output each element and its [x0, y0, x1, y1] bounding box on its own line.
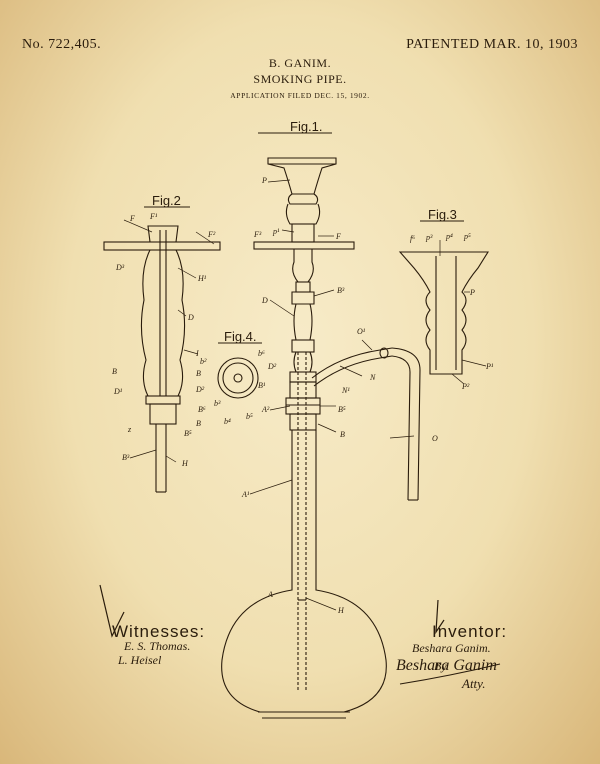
label-D3: D³: [115, 263, 125, 272]
inventor-name: B. GANIM.: [268, 56, 332, 70]
label-p5: p⁵: [463, 232, 471, 241]
label-b4: b⁴: [224, 417, 231, 426]
patent-number: No. 722,405.: [22, 37, 102, 52]
label-b3: b³: [214, 399, 221, 408]
witnesses-block: Witnesses: E. S. Thomas. L. Heisel: [99, 584, 205, 667]
label-N1: N¹: [341, 386, 350, 395]
fig4-label: Fig.4.: [224, 329, 257, 344]
label-P1: P¹: [485, 362, 494, 371]
leader-lines: [123, 179, 487, 611]
fig4-drawing: Fig.4.: [217, 329, 262, 399]
reference-labels: P p¹ F³ F B³ D O¹ D² N¹ N B¹ A² B⁵ B O A…: [112, 176, 494, 615]
fig1-drawing: Fig.1.: [221, 119, 421, 719]
witness-name-1: E. S. Thomas.: [123, 639, 190, 653]
patent-date: PATENTED MAR. 10, 1903: [406, 37, 578, 52]
label-H-fig2: H: [181, 459, 189, 468]
label-p4: p⁴: [445, 232, 453, 241]
label-D: D: [261, 296, 268, 305]
by-text: By: [434, 659, 447, 673]
label-B-fig2b: B: [196, 419, 201, 428]
label-z: z: [127, 425, 132, 434]
fig3-drawing: Fig.3: [398, 207, 489, 375]
label-F1: F¹: [149, 212, 158, 221]
witness-name-2: L. Heisel: [117, 653, 162, 667]
label-N: N: [369, 373, 376, 382]
fig2-label: Fig.2: [152, 193, 181, 208]
label-B1: B¹: [258, 381, 266, 390]
label-B5-fig2: B⁵: [184, 429, 192, 438]
signature: Beshara Ganim: [396, 657, 497, 674]
label-O: O: [432, 434, 438, 443]
label-D2: D²: [267, 362, 277, 371]
label-b5: b⁵: [246, 412, 253, 421]
label-A1: A¹: [241, 490, 250, 499]
inventor-block: Inventor: Beshara Ganim. By Beshara Gani…: [396, 599, 507, 691]
label-f6: f⁶: [410, 234, 415, 243]
label-b2: b²: [200, 357, 207, 366]
label-b-fig4: B: [196, 369, 201, 378]
fig2-drawing: Fig.2: [103, 193, 221, 493]
label-B5: B⁵: [338, 405, 346, 414]
inventor-heading: Inventor:: [432, 622, 507, 641]
attorney: Atty.: [461, 676, 485, 691]
label-P-fig3: P: [469, 288, 475, 297]
label-D-fig2: D: [187, 313, 194, 322]
fig3-label: Fig.3: [428, 207, 457, 222]
application-filed: APPLICATION FILED DEC. 15, 1902.: [230, 91, 370, 100]
label-O1: O¹: [357, 327, 366, 336]
label-F2: F²: [207, 230, 216, 239]
patent-title: SMOKING PIPE.: [253, 72, 347, 86]
label-B3: B³: [337, 286, 345, 295]
label-B-fig2: B: [112, 367, 117, 376]
witnesses-heading: Witnesses:: [112, 622, 205, 641]
label-H1: H¹: [197, 274, 207, 283]
inventor-script-name: Beshara Ganim.: [412, 641, 491, 655]
label-F: F: [335, 232, 341, 241]
label-D1: D¹: [113, 387, 123, 396]
label-F3: F³: [253, 230, 262, 239]
label-p1: p¹: [272, 227, 280, 236]
label-D2-fig2: D²: [195, 385, 205, 394]
label-B3-fig2: B³: [122, 453, 130, 462]
label-F-fig2: F: [129, 214, 135, 223]
label-P: P: [261, 176, 267, 185]
label-H: H: [337, 606, 345, 615]
label-B6: B⁶: [198, 405, 206, 414]
label-p3: p³: [425, 233, 433, 242]
label-A2: A²: [261, 405, 270, 414]
label-P2: P²: [461, 382, 470, 391]
fig1-label: Fig.1.: [290, 119, 323, 134]
label-b6: b⁶: [258, 349, 265, 358]
label-A: A: [267, 590, 273, 599]
label-I: I: [195, 349, 199, 358]
label-B: B: [340, 430, 345, 439]
